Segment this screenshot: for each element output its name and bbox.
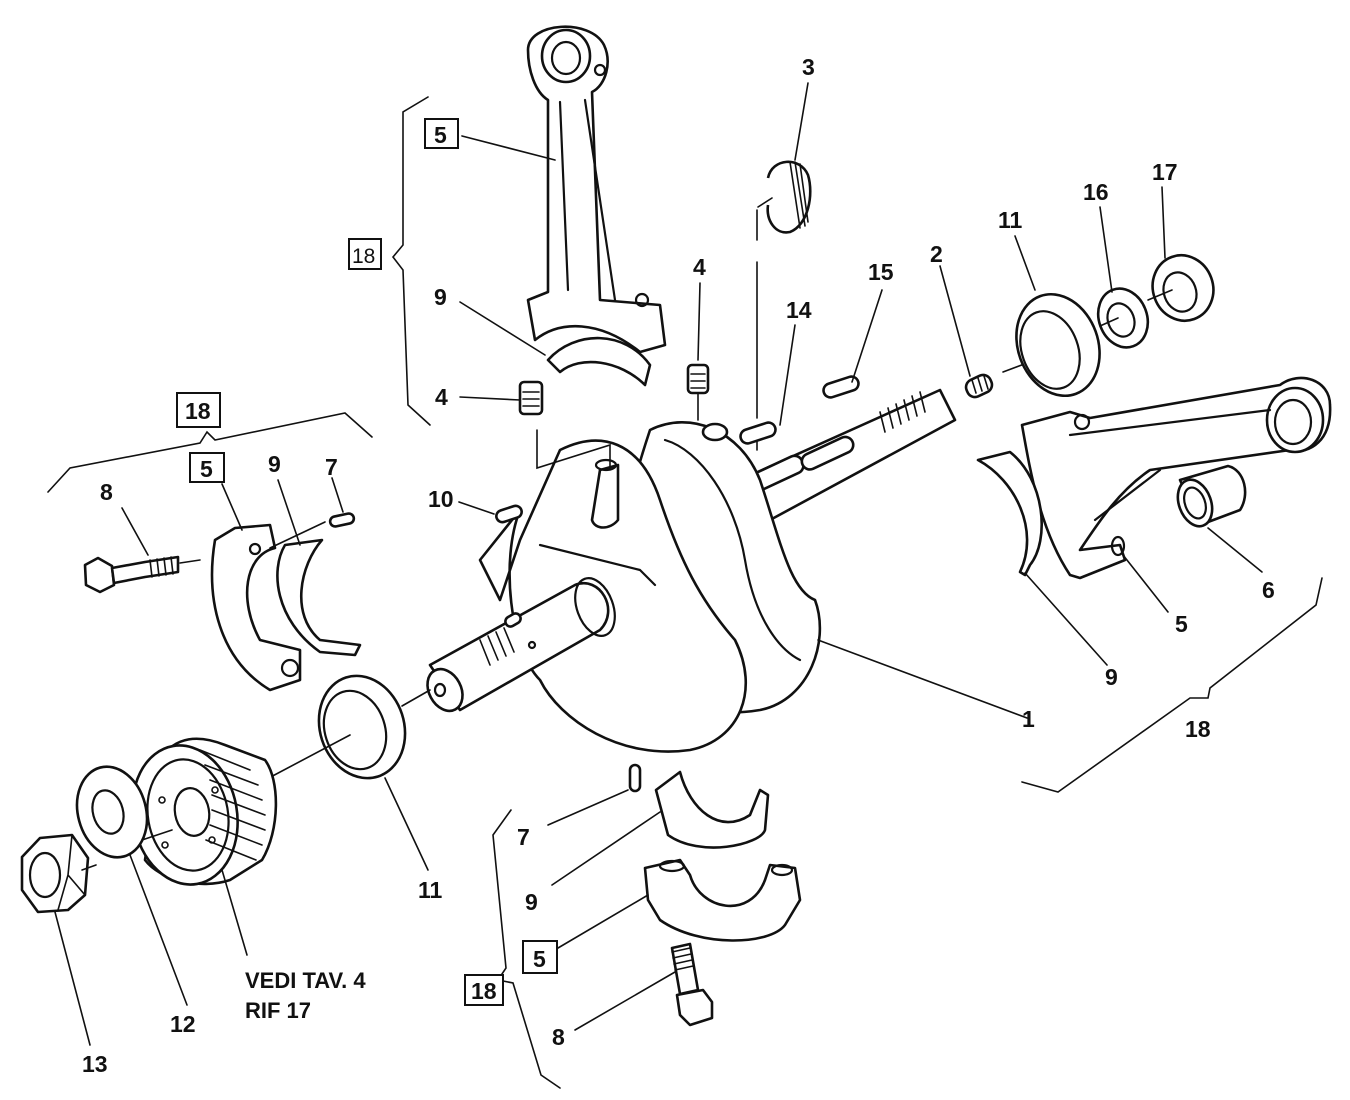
bearing-half-left: [276, 538, 362, 657]
callout-box-18: [464, 974, 504, 1006]
bearing-half-bottom: [654, 770, 770, 849]
grub-screw-4-left: [518, 380, 544, 416]
grub-screw-4-centre: [686, 363, 729, 442]
bracket-18-left: [47, 412, 373, 493]
callout-1: 1: [1022, 706, 1035, 732]
dowel-pin-bottom: [628, 763, 642, 793]
threaded-plug-3: [757, 160, 812, 234]
callout-4: 4: [435, 384, 448, 410]
crankshaft: [426, 388, 957, 753]
dowel-pin-left: [328, 512, 356, 528]
callout-box-18: [348, 238, 382, 270]
callout-6: 6: [1262, 577, 1275, 603]
bearing-half-top: [546, 336, 652, 387]
leader-line: [179, 559, 201, 564]
grub-screw-2: [964, 373, 994, 399]
leader-line: [1147, 289, 1173, 301]
callout-18: 18: [471, 978, 497, 1004]
leader-line: [264, 734, 351, 781]
note-line-2: RIF 17: [245, 998, 311, 1023]
nut-17: [1151, 254, 1215, 322]
callout-5: 5: [533, 946, 546, 972]
callout-5: 5: [1175, 611, 1188, 637]
bearing-half-right: [976, 450, 1043, 577]
timing-gear: [131, 737, 278, 886]
leader-line: [1099, 317, 1119, 327]
callout-14: 14: [786, 297, 812, 323]
callout-labels: 1 2 3 4 4 5 5 5 5 6 7 7 8 8 9 9 9 9 10 1…: [82, 54, 1275, 1077]
rod-cap-bottom: [643, 858, 802, 942]
leader-line: [401, 689, 431, 707]
callout-18: 18: [185, 398, 211, 424]
bracket-18-top: [391, 96, 431, 426]
callout-5: 5: [434, 122, 447, 148]
reference-note: VEDI TAV. 4 RIF 17: [245, 968, 366, 1023]
callout-5: 5: [200, 456, 213, 482]
callout-box-5: [522, 940, 558, 974]
callout-box-5: [424, 118, 459, 149]
callout-13: 13: [82, 1051, 108, 1077]
callout-box-5: [189, 452, 225, 483]
lock-washer-12: [75, 765, 149, 859]
callout-7: 7: [517, 824, 530, 850]
leader-line: [269, 521, 326, 549]
leader-line: [81, 864, 97, 871]
callout-7: 7: [325, 454, 338, 480]
callout-9: 9: [1105, 664, 1118, 690]
callout-9: 9: [434, 284, 447, 310]
key-14: [739, 421, 777, 445]
callout-15: 15: [868, 259, 894, 285]
callout-18: 18: [1185, 716, 1211, 742]
callout-10: 10: [428, 486, 454, 512]
small-end-bush-6: [1176, 464, 1247, 528]
connecting-rod-top: [526, 25, 667, 354]
note-line-1: VEDI TAV. 4: [245, 968, 366, 993]
leader-lines: [54, 82, 1263, 1046]
key-10: [495, 504, 523, 524]
bolt-bottom: [670, 942, 714, 1027]
nut-13: [20, 833, 90, 914]
leader-line: [141, 829, 173, 841]
callout-9: 9: [525, 889, 538, 915]
thrust-washer-11-right: [1015, 292, 1101, 398]
callout-9: 9: [268, 451, 281, 477]
thrust-washer-11-left: [317, 674, 407, 780]
callout-4: 4: [693, 254, 706, 280]
rod-cap-left: [210, 523, 302, 692]
callout-box-18: [176, 392, 221, 428]
callout-8: 8: [100, 479, 113, 505]
callout-3: 3: [802, 54, 815, 80]
callout-11: 11: [418, 877, 443, 903]
connecting-rod-right: [1020, 376, 1332, 580]
callout-2: 2: [930, 241, 943, 267]
leader-line: [536, 429, 611, 471]
callout-18: 18: [352, 245, 375, 268]
callout-8: 8: [552, 1024, 565, 1050]
callout-12: 12: [170, 1011, 196, 1037]
bolt-left: [83, 555, 180, 594]
callout-11: 11: [998, 207, 1023, 233]
callout-16: 16: [1083, 179, 1109, 205]
bracket-18-right: [1021, 577, 1323, 793]
key-15: [822, 375, 860, 399]
callout-17: 17: [1152, 159, 1178, 185]
